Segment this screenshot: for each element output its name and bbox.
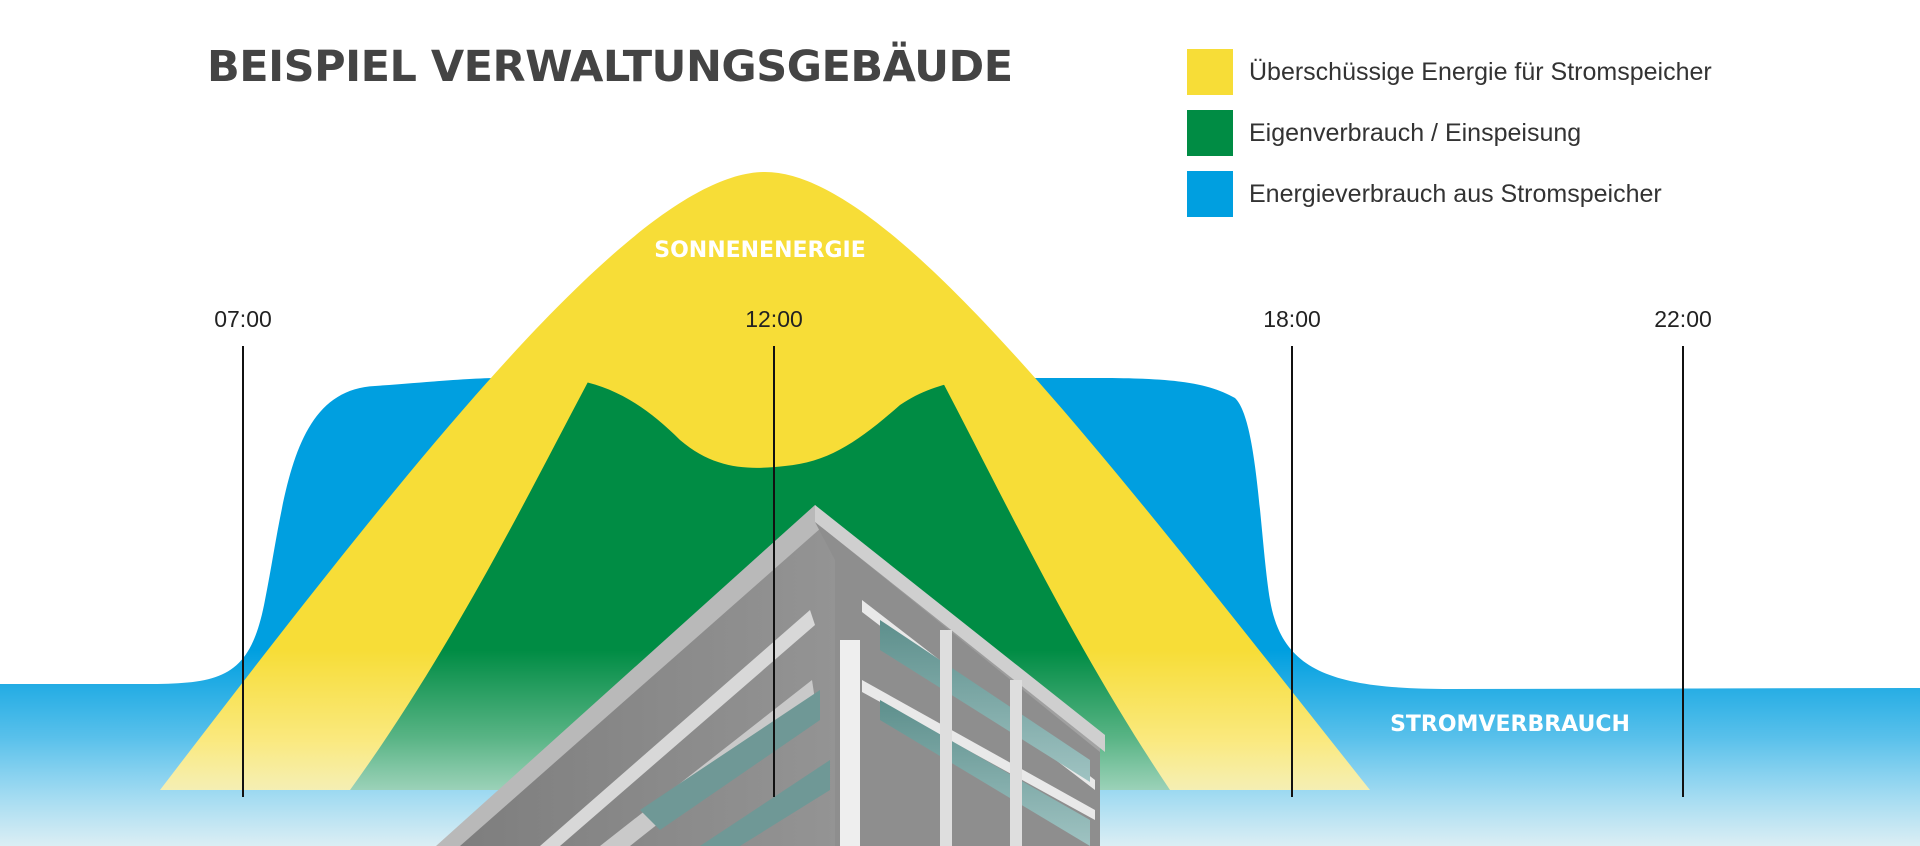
legend: Überschüssige Energie für Stromspeicher … [1187,49,1712,232]
tick-lines [242,346,1684,797]
tick-label-1200: 12:00 [745,306,803,332]
legend-swatch-yellow [1187,49,1233,95]
tick-label-1800: 18:00 [1263,306,1321,332]
legend-swatch-blue [1187,171,1233,217]
office-building-image [436,505,1105,846]
chart-title: BEISPIEL VERWALTUNGSGEBÄUDE [207,42,1013,92]
series-label-sonnenenergie: SONNENENERGIE [654,238,866,263]
legend-label: Überschüssige Energie für Stromspeicher [1249,57,1712,86]
legend-item-eigenverbrauch: Eigenverbrauch / Einspeisung [1187,110,1712,156]
legend-label: Energieverbrauch aus Stromspeicher [1249,179,1662,208]
series-label-stromverbrauch: STROMVERBRAUCH [1390,712,1630,737]
tick-label-0700: 07:00 [214,306,272,332]
legend-label: Eigenverbrauch / Einspeisung [1249,118,1582,147]
legend-item-speicher: Energieverbrauch aus Stromspeicher [1187,171,1712,217]
tick-label-2200: 22:00 [1654,306,1712,332]
legend-swatch-green [1187,110,1233,156]
legend-item-ueberschuss: Überschüssige Energie für Stromspeicher [1187,49,1712,95]
